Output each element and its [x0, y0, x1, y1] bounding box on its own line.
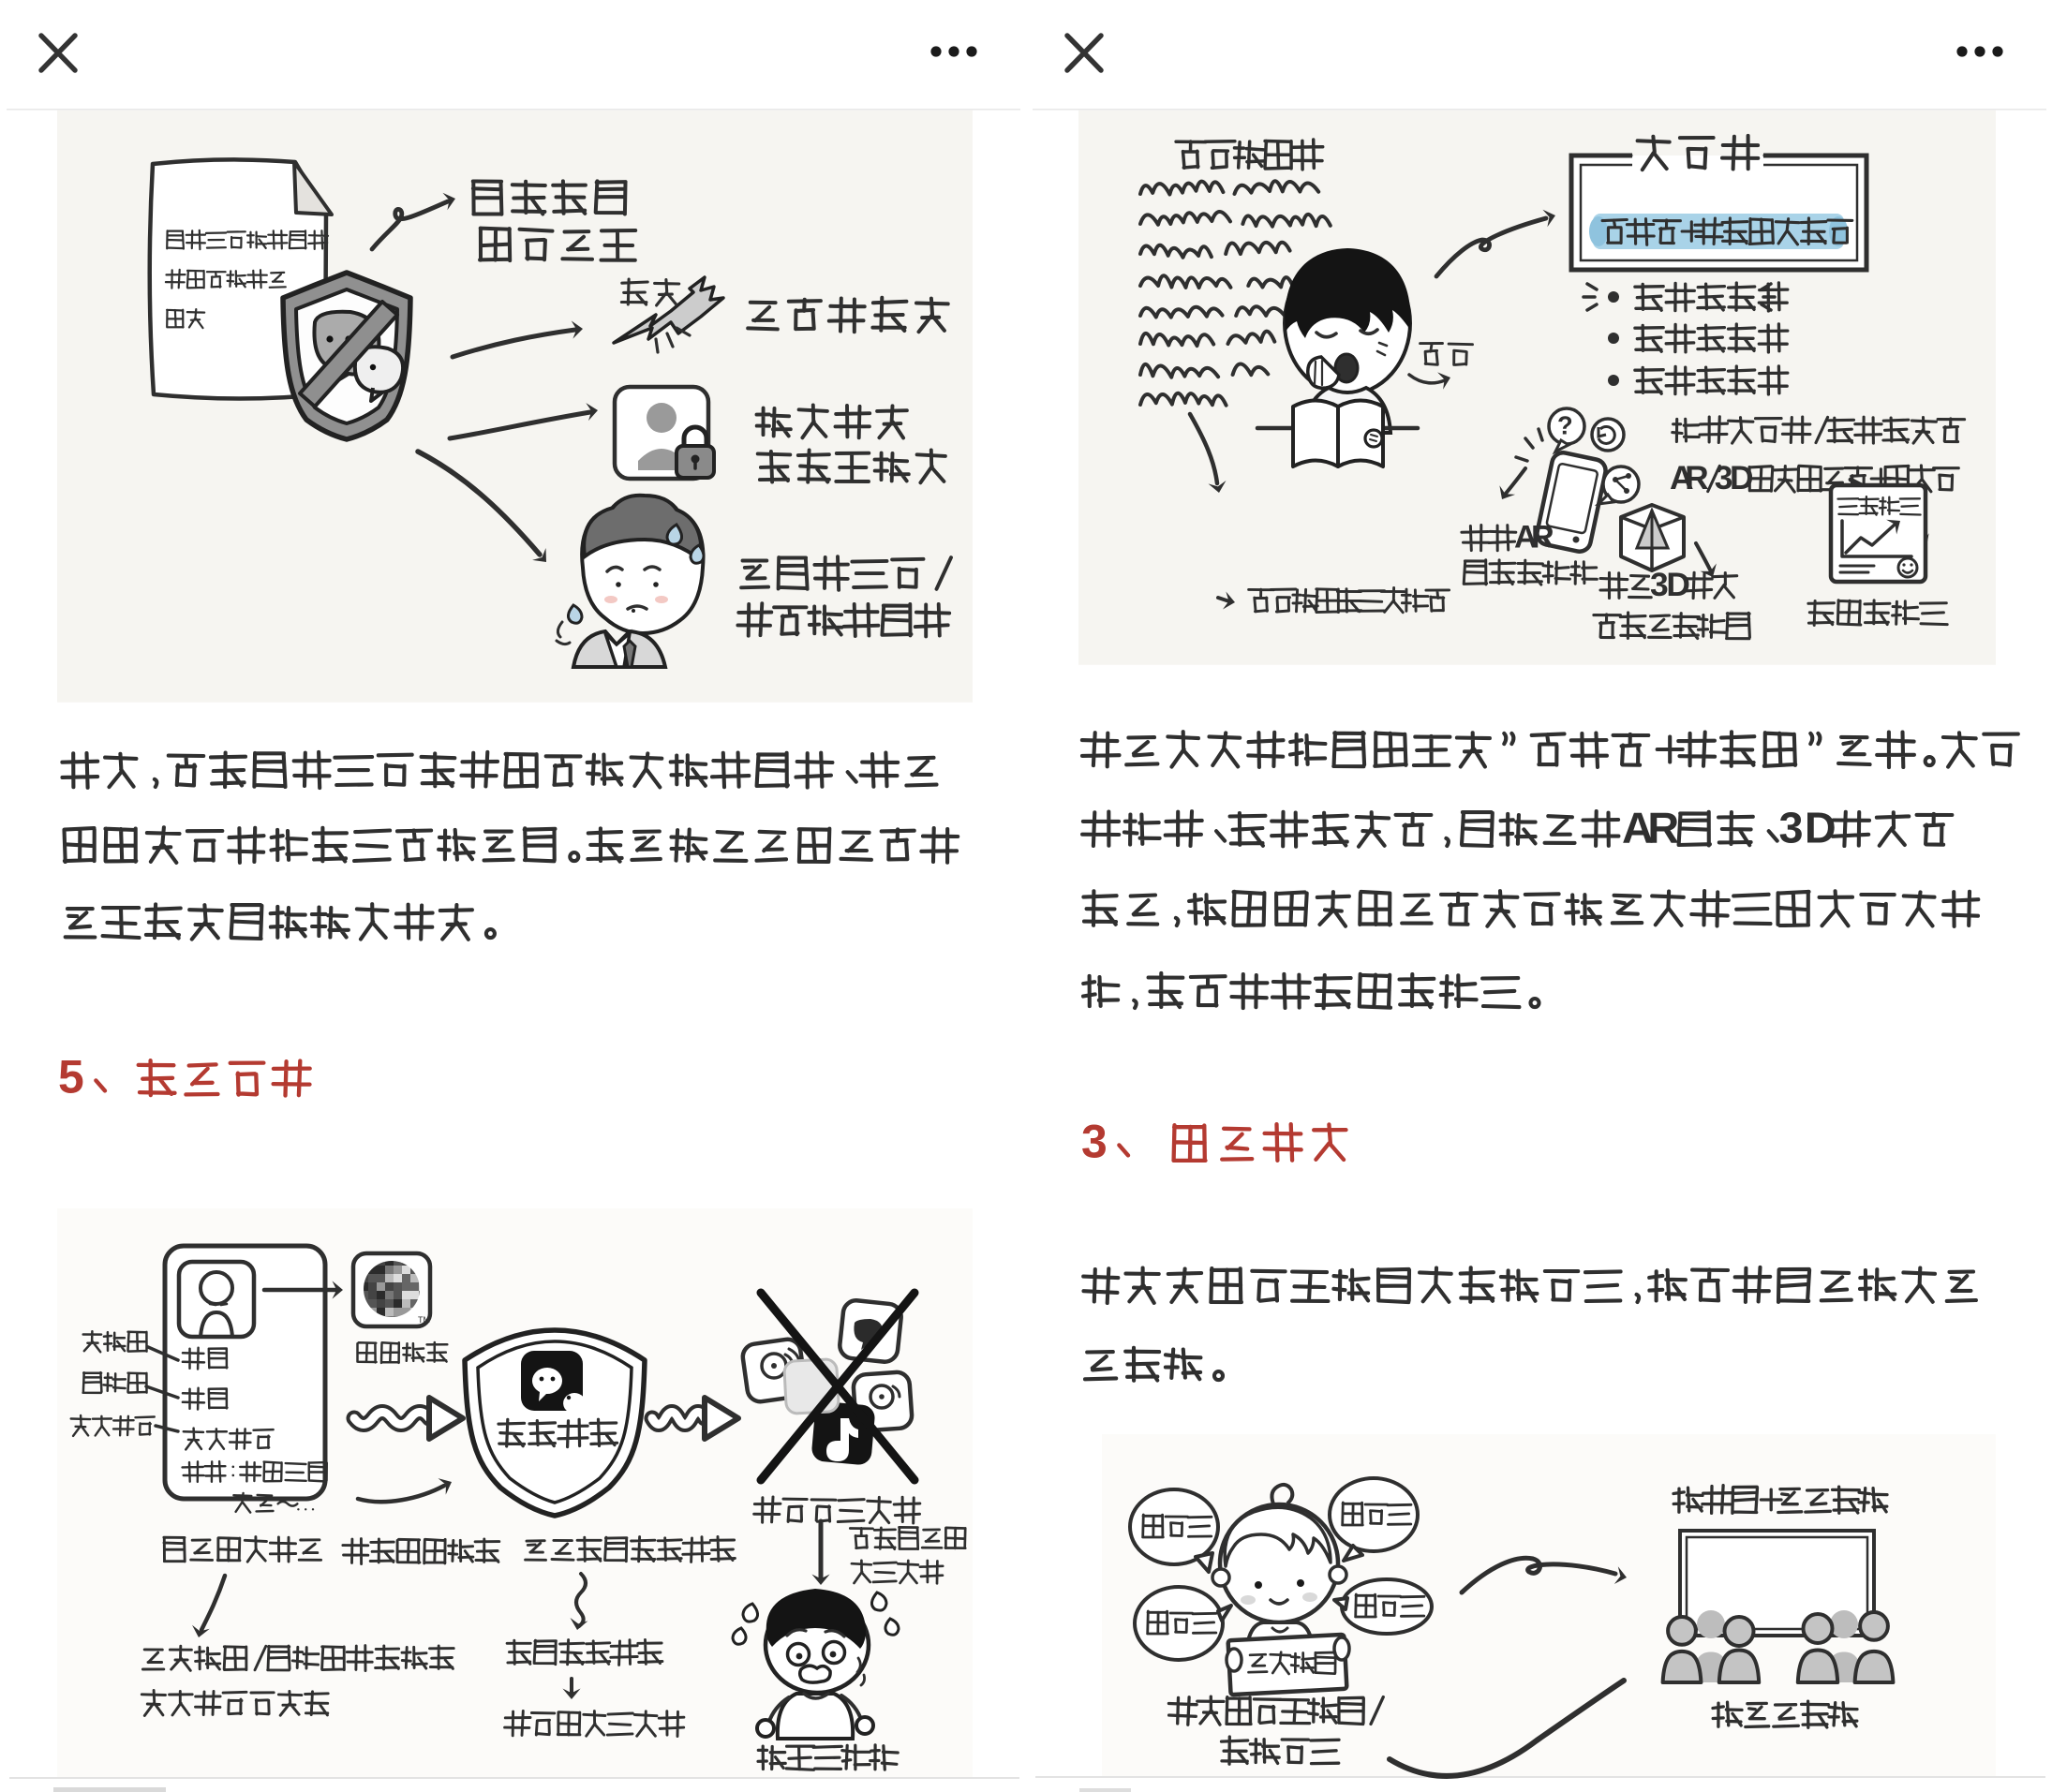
svg-text:3: 3	[1081, 1115, 1108, 1167]
svg-text:3: 3	[1650, 566, 1669, 603]
svg-text:R: R	[1685, 459, 1709, 496]
svg-text:A: A	[1514, 520, 1538, 555]
svg-text:D: D	[1666, 566, 1690, 603]
svg-text:3: 3	[1779, 803, 1804, 852]
svg-text:A: A	[1622, 803, 1654, 852]
svg-text:A: A	[1670, 459, 1694, 496]
svg-text:3: 3	[1715, 459, 1733, 496]
svg-text:R: R	[1531, 520, 1554, 555]
svg-text:R: R	[1647, 803, 1679, 852]
svg-text:?: ?	[1557, 410, 1573, 439]
svg-text:5: 5	[58, 1050, 84, 1103]
svg-text:D: D	[1805, 803, 1836, 852]
svg-text:TM: TM	[418, 1315, 430, 1325]
